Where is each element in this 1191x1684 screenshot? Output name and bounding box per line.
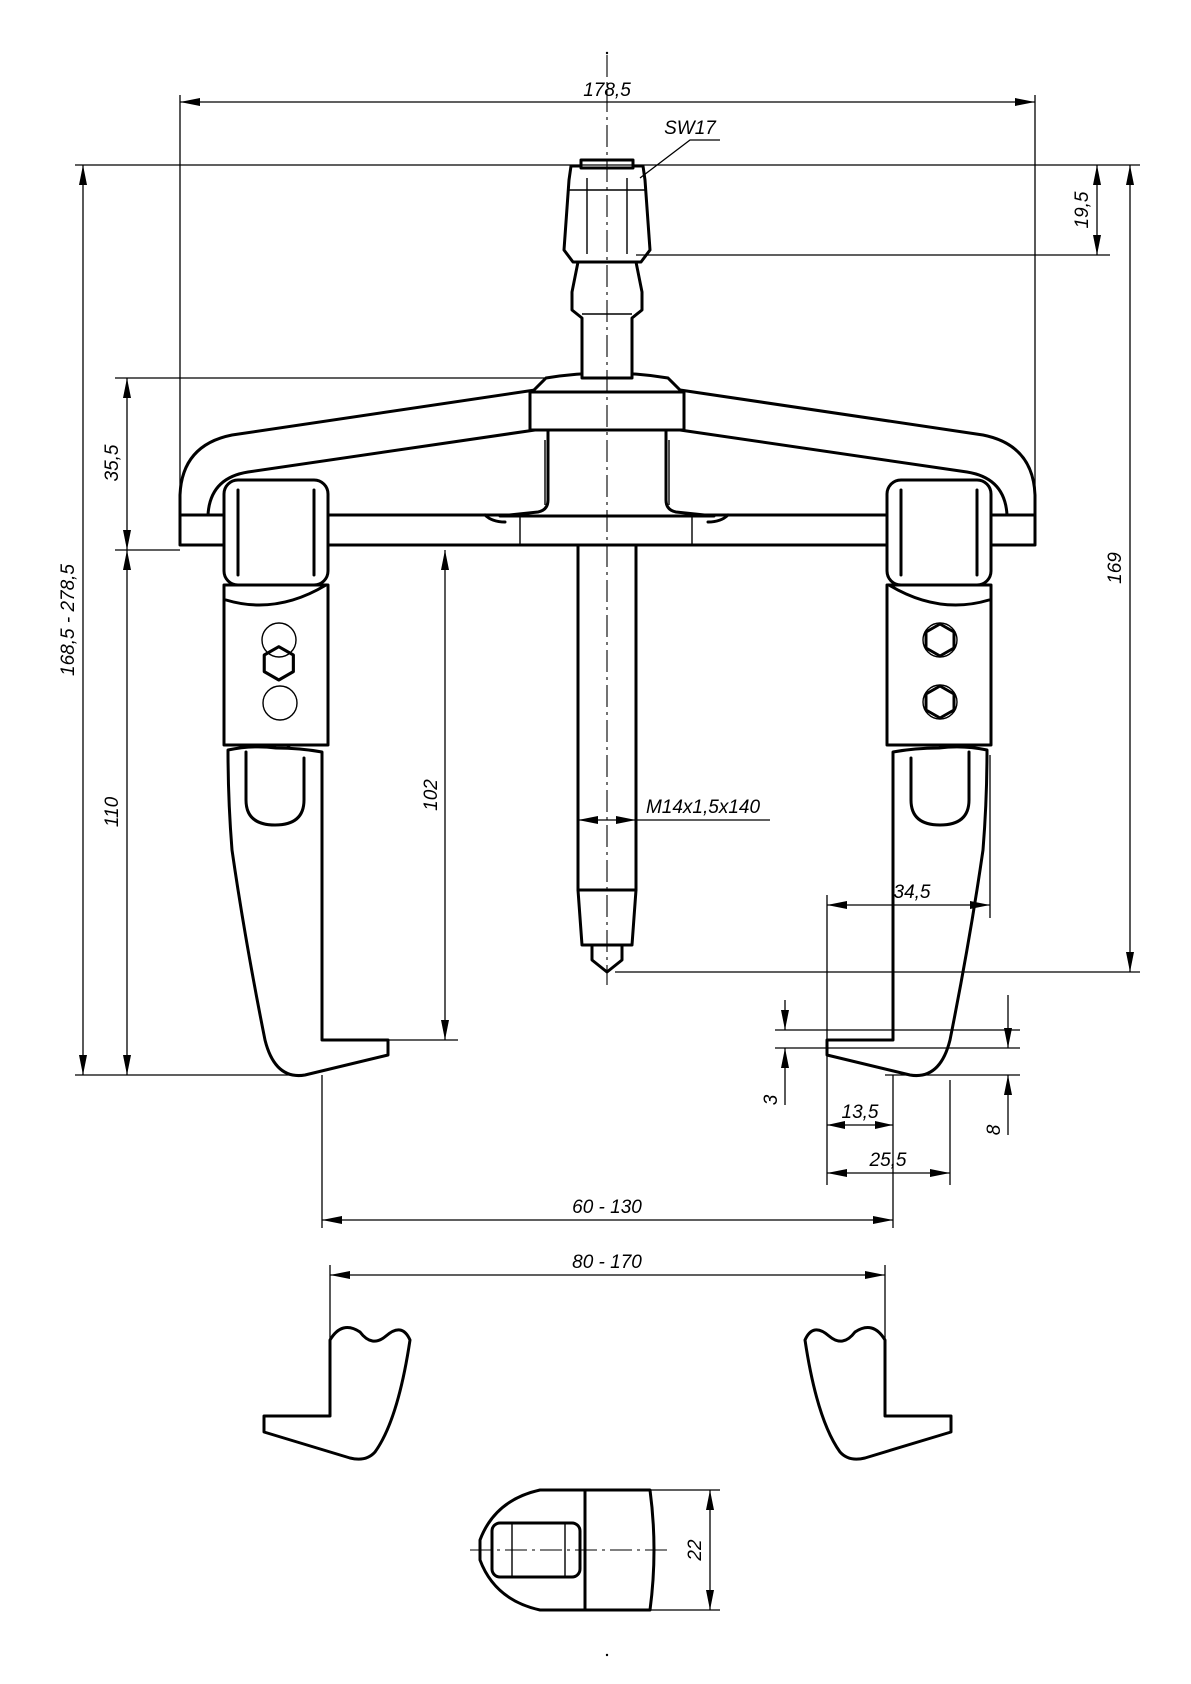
dim-hook-depth: 3 <box>761 1094 782 1105</box>
dim-hook-thickness: 8 <box>984 1124 1005 1135</box>
dim-internal-span: 60 - 130 <box>572 1197 642 1218</box>
dim-crossbar-height: 35,5 <box>102 444 123 481</box>
hex-bolt-icon <box>924 622 956 658</box>
extension-lines <box>75 95 1140 1611</box>
dim-overall-width: 178,5 <box>583 80 631 101</box>
left-jaw <box>222 478 390 1078</box>
hex-bolt-icon <box>262 645 295 682</box>
dim-jaw-length: 110 <box>102 796 123 827</box>
dim-jaw-offset: 34,5 <box>894 882 931 903</box>
dim-external-span: 80 - 170 <box>572 1252 642 1273</box>
dim-spindle-height: 169 <box>1105 552 1126 584</box>
dim-jaw-width: 25,5 <box>869 1150 907 1171</box>
center-lines <box>470 55 670 1551</box>
hex-bolt-icon <box>924 684 956 720</box>
dim-reach: 102 <box>421 779 442 811</box>
dim-spindle-thread: M14x1,5x140 <box>646 797 761 818</box>
jaw-top-view <box>478 1488 656 1612</box>
sheet-marks <box>605 51 609 1657</box>
dim-hook-width: 13,5 <box>842 1102 879 1123</box>
dimension-labels: 178,5 SW17 19,5 168,5 - 278,5 35,5 110 1… <box>58 80 1126 1562</box>
dim-wrench-size: SW17 <box>664 118 717 139</box>
dim-jaw-thickness: 22 <box>685 1539 706 1562</box>
dimension-lines <box>79 98 1134 1610</box>
dim-height-range: 168,5 - 278,5 <box>58 564 79 676</box>
dim-nut-height: 19,5 <box>1072 191 1093 228</box>
right-jaw <box>825 478 993 1078</box>
reversed-jaws <box>262 1326 953 1461</box>
